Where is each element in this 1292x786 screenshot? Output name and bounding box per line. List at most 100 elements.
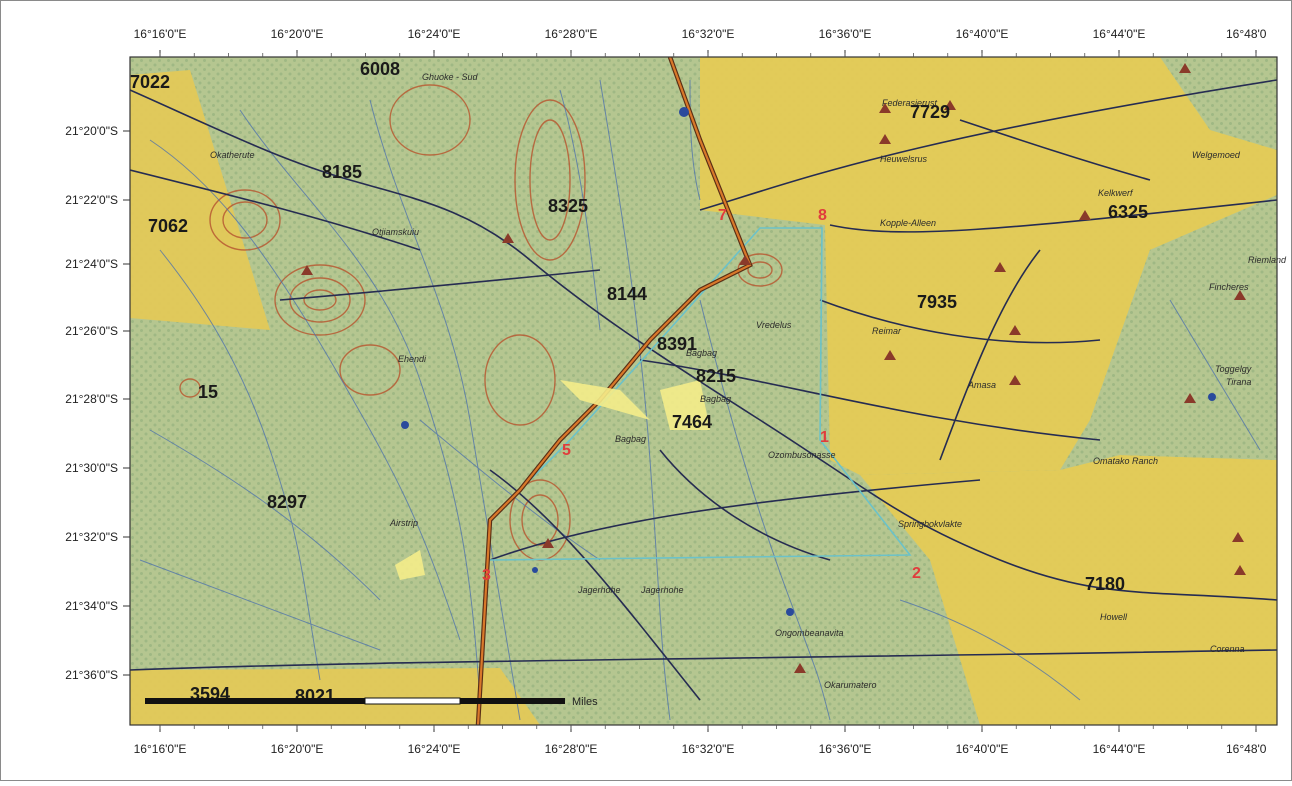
latitude-label: 21°24'0"S xyxy=(65,257,118,271)
longitude-label: 16°36'0"E xyxy=(819,742,872,756)
farm-number: 8215 xyxy=(696,366,736,386)
point-marker: 3 xyxy=(482,567,491,584)
longitude-label: 16°44'0"E xyxy=(1093,742,1146,756)
latitude-label: 21°20'0"S xyxy=(65,124,118,138)
farm-number: 7022 xyxy=(130,72,170,92)
longitude-label: 16°16'0"E xyxy=(134,27,187,41)
longitude-label: 16°28'0"E xyxy=(545,742,598,756)
place-name: Toggelgy xyxy=(1215,364,1252,374)
place-name: Springbokvlakte xyxy=(898,519,962,529)
place-name: Bagbag xyxy=(615,434,646,444)
farm-number: 6325 xyxy=(1108,202,1148,222)
longitude-label: 16°48'0 xyxy=(1226,742,1267,756)
place-name: Tirana xyxy=(1226,377,1251,387)
longitude-label: 16°20'0"E xyxy=(271,742,324,756)
yellow-zone-south xyxy=(130,668,540,725)
place-name: Okarumatero xyxy=(824,680,877,690)
longitude-label: 16°24'0"E xyxy=(408,27,461,41)
farm-number: 7464 xyxy=(672,412,712,432)
place-name: Vredelus xyxy=(756,320,792,330)
scale-bar-segment xyxy=(275,698,365,704)
scale-bar: Miles xyxy=(145,696,598,708)
place-name: Jagerhohe xyxy=(577,585,621,595)
point-marker: 5 xyxy=(562,442,571,459)
point-marker: 1 xyxy=(820,429,829,446)
green-zone-east-dots xyxy=(1090,195,1277,460)
longitude-label: 16°16'0"E xyxy=(134,742,187,756)
latitude-label: 21°26'0"S xyxy=(65,324,118,338)
yellow-patch xyxy=(395,550,425,580)
place-name: Ozombusonasse xyxy=(768,450,836,460)
farm-number: 7062 xyxy=(148,216,188,236)
scale-unit-label: Miles xyxy=(572,696,598,708)
scale-bar-segment xyxy=(460,698,565,704)
latitude-label: 21°36'0"S xyxy=(65,668,118,682)
graticule-ticks xyxy=(123,50,1257,732)
map-area xyxy=(130,57,1277,725)
place-name: Omatako Ranch xyxy=(1093,456,1158,466)
yellow-zone-southeast xyxy=(860,455,1277,725)
place-name: Welgemoed xyxy=(1192,150,1241,160)
place-name: Jagerhohe xyxy=(640,585,684,595)
point-marker-labels: 7 8 1 5 2 3 xyxy=(482,207,921,584)
longitude-label: 16°44'0"E xyxy=(1093,27,1146,41)
longitude-label: 16°28'0"E xyxy=(545,27,598,41)
main-road-fill xyxy=(476,57,752,725)
place-name: Federasierust xyxy=(882,98,938,108)
farm-number: 7935 xyxy=(917,292,957,312)
road-lines xyxy=(130,79,1277,701)
farm-number: 15 xyxy=(198,382,218,402)
place-name: Heuwelsrus xyxy=(880,154,928,164)
water-points xyxy=(401,107,1216,616)
place-name: Bagbag xyxy=(686,348,717,358)
place-name: Bagbag xyxy=(700,394,731,404)
longitude-label: 16°20'0"E xyxy=(271,27,324,41)
yellow-patch xyxy=(560,380,650,420)
place-name: Ghuoke - Sud xyxy=(422,72,479,82)
place-name: Riemland xyxy=(1248,255,1287,265)
longitude-label: 16°40'0"E xyxy=(956,742,1009,756)
farm-number: 8185 xyxy=(322,162,362,182)
place-name-labels: OkatheruteOtjiamskuiuEhendiVredelusBagba… xyxy=(210,72,1287,690)
longitude-label: 16°48'0 xyxy=(1226,27,1267,41)
longitude-labels-top: 16°16'0"E 16°20'0"E 16°24'0"E 16°28'0"E 16°3… xyxy=(134,27,1267,41)
longitude-label: 16°32'0"E xyxy=(682,27,735,41)
scale-bar-segment xyxy=(145,698,275,704)
place-name: Howell xyxy=(1100,612,1128,622)
farm-number: 6008 xyxy=(360,59,400,79)
longitude-label: 16°32'0"E xyxy=(682,742,735,756)
place-name: Airstrip xyxy=(389,518,418,528)
latitude-label: 21°30'0"S xyxy=(65,461,118,475)
farm-number: 7180 xyxy=(1085,574,1125,594)
longitude-label: 16°36'0"E xyxy=(819,27,872,41)
place-name: Kopple-Alleen xyxy=(880,218,936,228)
longitude-label: 16°40'0"E xyxy=(956,27,1009,41)
place-name: Corenna xyxy=(1210,644,1245,654)
place-name: Reimar xyxy=(872,326,902,336)
point-marker: 2 xyxy=(912,565,921,582)
boundary-lines xyxy=(489,227,912,561)
farm-number: 8297 xyxy=(267,492,307,512)
yellow-patch xyxy=(660,380,710,430)
place-name: Ehendi xyxy=(398,354,427,364)
latitude-label: 21°32'0"S xyxy=(65,530,118,544)
yellow-zone-northeast xyxy=(700,57,1277,475)
point-marker: 7 xyxy=(718,207,727,224)
latitude-labels: 21°20'0"S 21°22'0"S 21°24'0"S 21°26'0"S 21°2… xyxy=(65,124,118,682)
river-lines xyxy=(139,79,1261,721)
map-frame xyxy=(129,56,1278,726)
latitude-label: 21°28'0"S xyxy=(65,392,118,406)
latitude-label: 21°34'0"S xyxy=(65,599,118,613)
farm-number: 8325 xyxy=(548,196,588,216)
contour-lines xyxy=(179,84,783,561)
place-name: Okatherute xyxy=(210,150,255,160)
point-marker: 8 xyxy=(818,207,827,224)
latitude-label: 21°22'0"S xyxy=(65,193,118,207)
farm-number: 7729 xyxy=(910,102,950,122)
farm-number: 8391 xyxy=(657,334,697,354)
